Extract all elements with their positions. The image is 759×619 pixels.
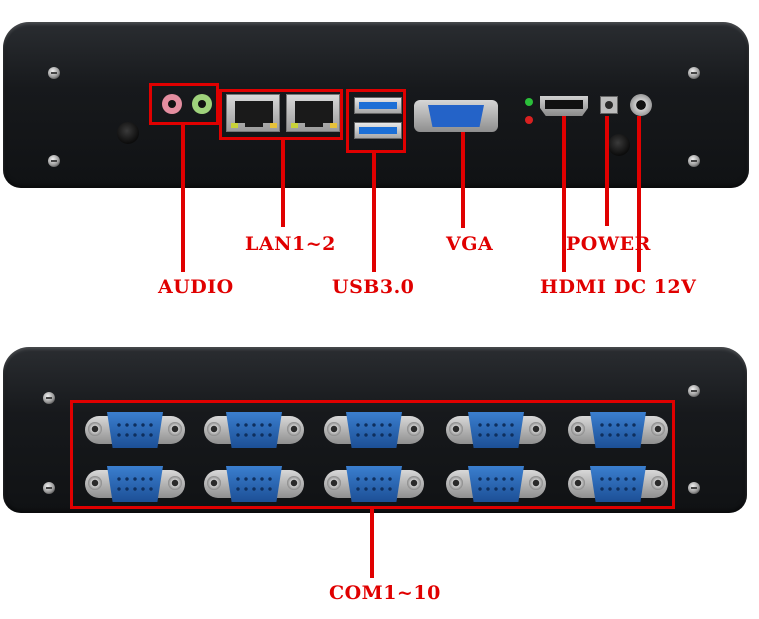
rear-com-panel	[3, 347, 747, 513]
screw-icon	[43, 392, 55, 404]
com-port	[446, 466, 546, 502]
lan-port-1	[226, 94, 280, 132]
power-button[interactable]	[600, 96, 618, 114]
lan-pointer-line	[281, 139, 285, 227]
screw-icon	[688, 385, 700, 397]
usb-port-2	[354, 122, 402, 139]
status-led-green	[525, 98, 533, 106]
com-port	[204, 466, 304, 502]
screw-icon	[688, 67, 700, 79]
power-label: POWER	[566, 233, 651, 255]
dc-power-jack	[630, 94, 652, 116]
com-port	[568, 466, 668, 502]
vga-port	[414, 100, 498, 132]
com-port	[568, 412, 668, 448]
usb-port-1	[354, 97, 402, 114]
hdmi-port	[540, 96, 588, 116]
usb-pointer-line	[372, 152, 376, 272]
usb-label: USB3.0	[332, 276, 415, 298]
vga-label: VGA	[446, 233, 494, 255]
screw-icon	[688, 155, 700, 167]
screw-icon	[43, 482, 55, 494]
lan-highlight-box	[219, 89, 343, 140]
rubber-foot-icon	[608, 134, 630, 156]
audio-label: AUDIO	[158, 276, 234, 298]
lan-label: LAN1~2	[245, 233, 336, 255]
com-port	[324, 412, 424, 448]
screw-icon	[48, 67, 60, 79]
com-highlight-box	[70, 400, 675, 509]
com-port	[85, 466, 185, 502]
rubber-foot-icon	[117, 122, 139, 144]
dc-pointer-line	[637, 116, 641, 272]
audio-highlight-box	[149, 83, 219, 125]
status-led-red	[525, 116, 533, 124]
audio-mic-jack	[162, 94, 182, 114]
front-io-panel	[3, 22, 749, 188]
audio-pointer-line	[181, 124, 185, 272]
dc-label: DC 12V	[614, 276, 697, 298]
screw-icon	[688, 482, 700, 494]
com-port	[446, 412, 546, 448]
usb-highlight-box	[346, 89, 406, 153]
hdmi-pointer-line	[562, 116, 566, 272]
screw-icon	[48, 155, 60, 167]
com-port	[85, 412, 185, 448]
audio-line-jack	[192, 94, 212, 114]
power-pointer-line	[605, 116, 609, 226]
com-port	[204, 412, 304, 448]
lan-port-2	[286, 94, 340, 132]
com-pointer-line	[370, 508, 374, 578]
com-port	[324, 466, 424, 502]
hdmi-label: HDMI	[540, 276, 607, 298]
com-label: COM1~10	[329, 582, 441, 604]
vga-pointer-line	[461, 132, 465, 228]
